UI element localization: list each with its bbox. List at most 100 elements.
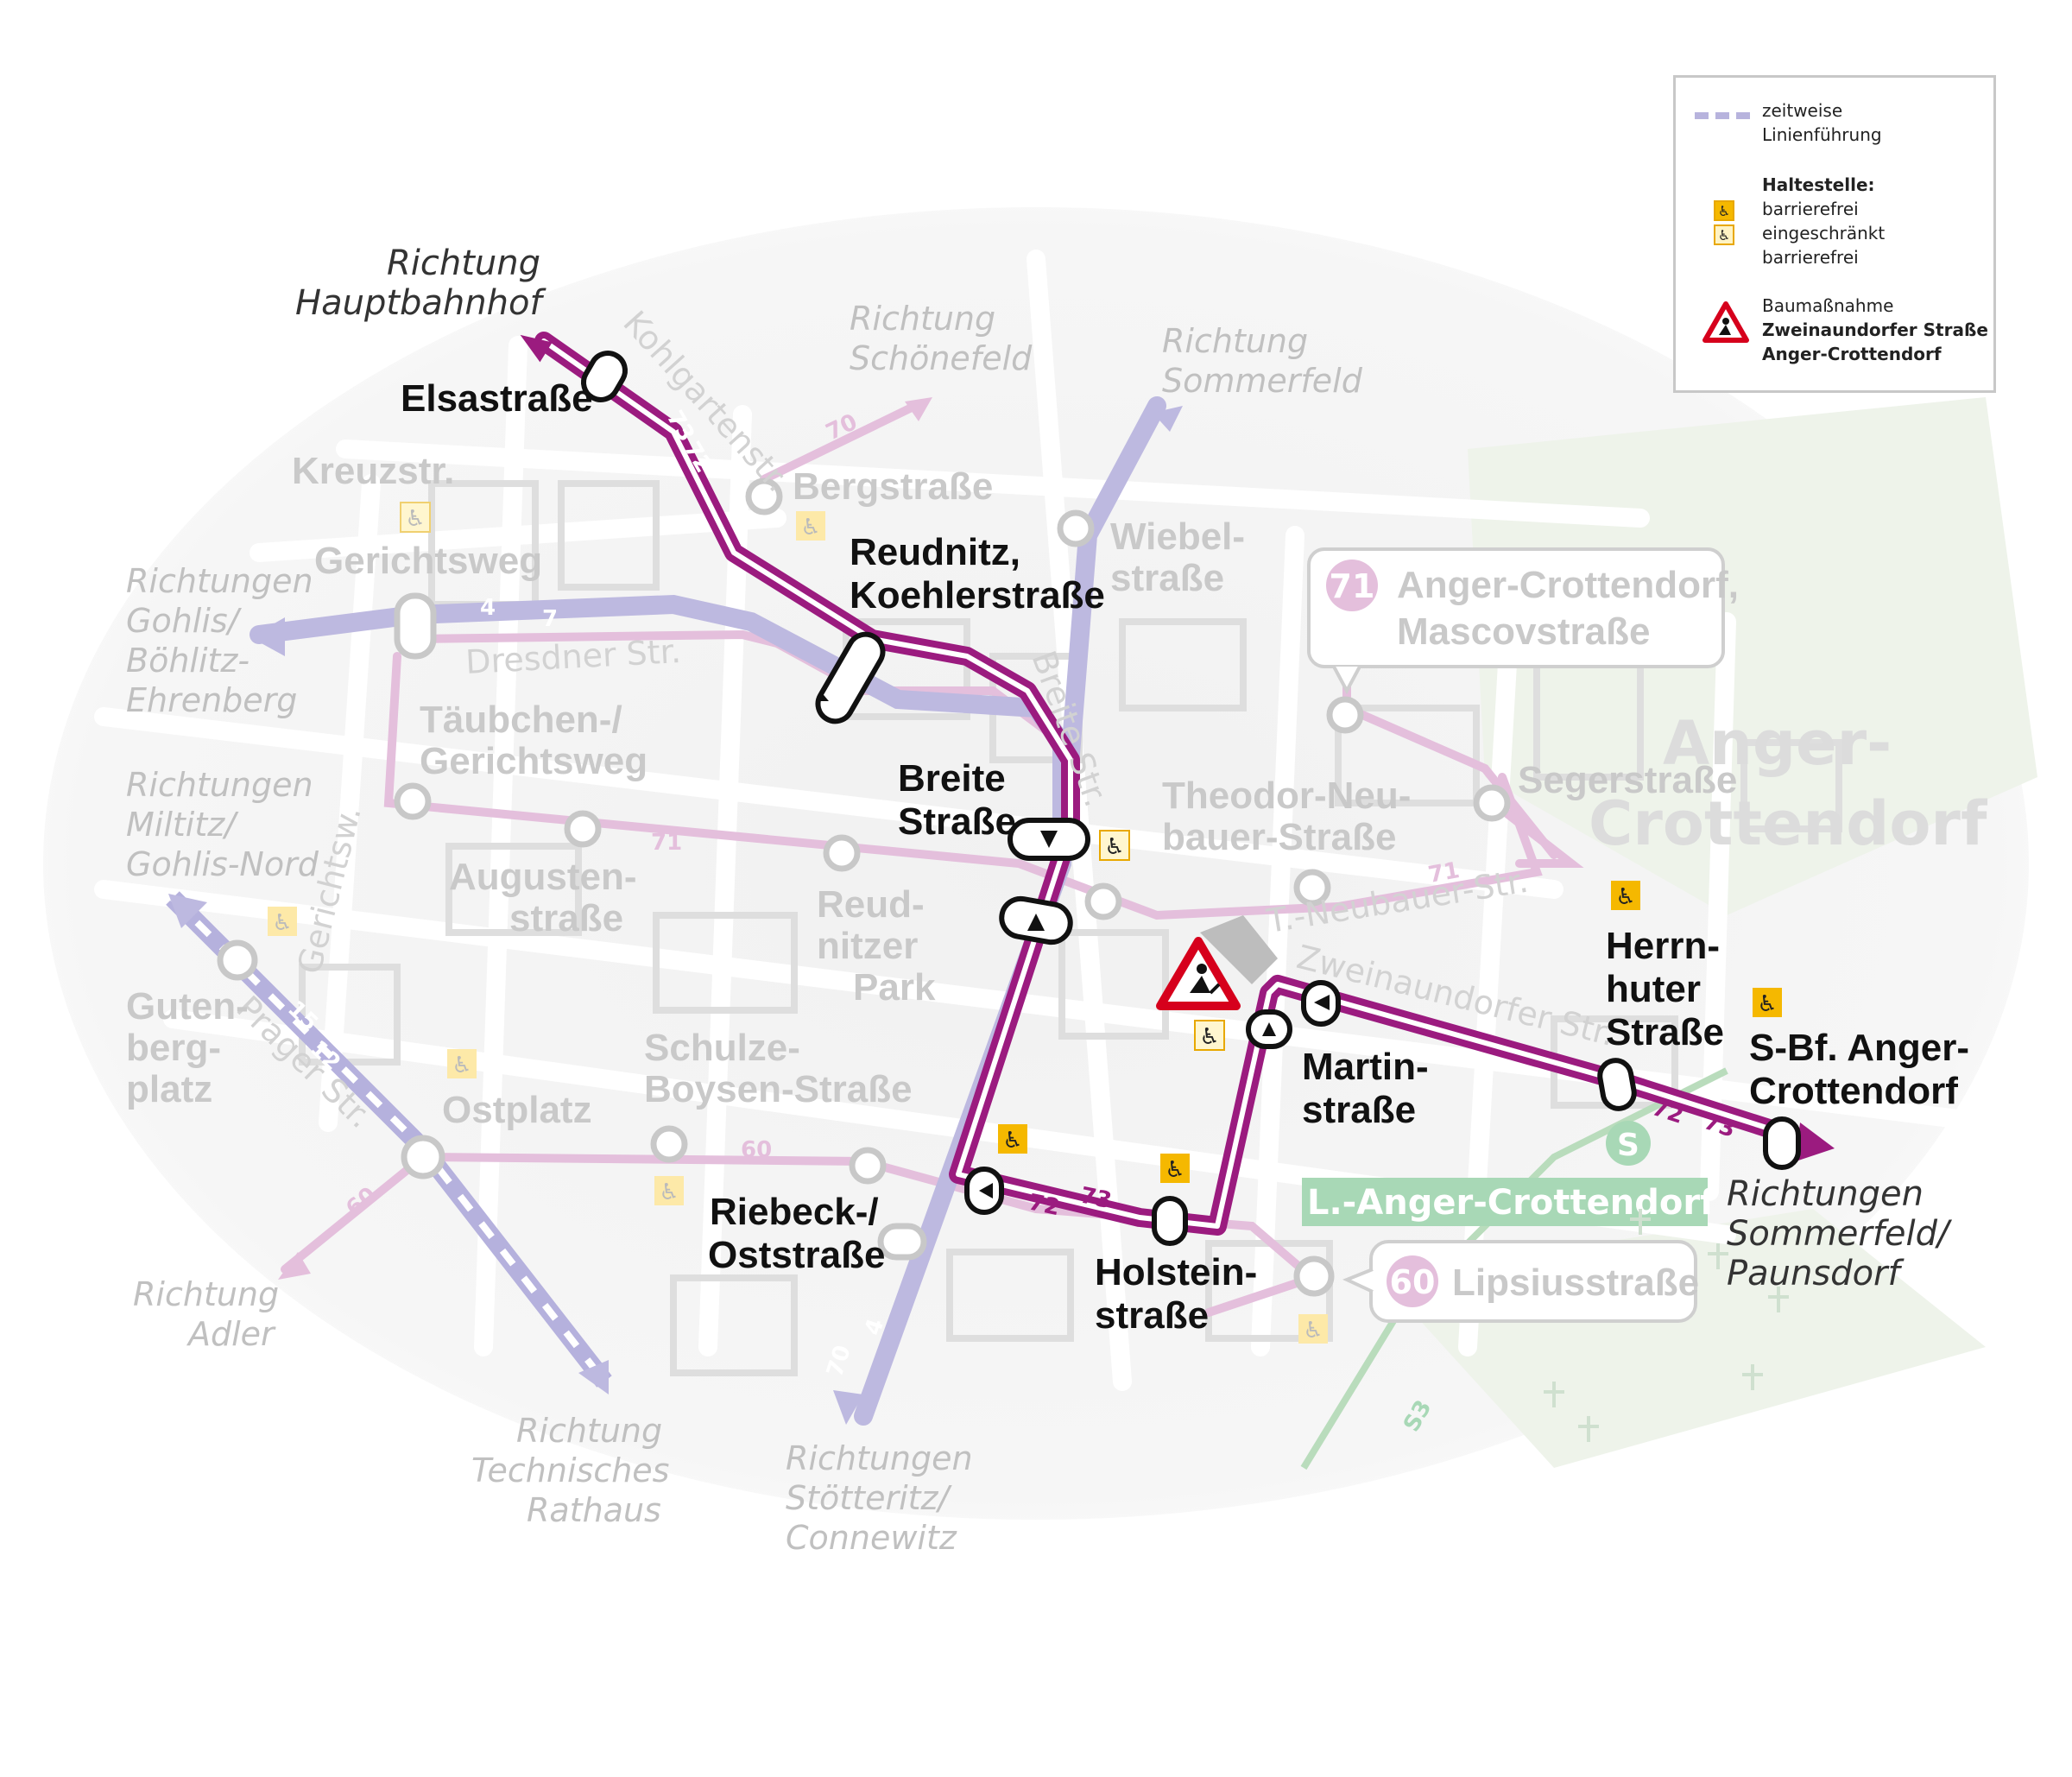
direction-schoenefeld: Richtung Schönefeld — [850, 300, 1033, 377]
stop-marker-sbf — [1763, 1116, 1801, 1170]
wheelchair-icons-map: ♿ ♿ ♿ ♿ ♿ ♿ ♿ ♿ ♿ ♿ ♿ ♿ — [268, 502, 1782, 1344]
svg-text:Koehlerstraße: Koehlerstraße — [850, 574, 1105, 617]
direction-adler: Richtung Adler — [133, 1275, 279, 1353]
detour-arrow-paunsdorf — [1796, 1122, 1835, 1161]
sbahn-station-name: L.-Anger-Crottendorf — [1307, 1183, 1715, 1223]
svg-text:Augusten-: Augusten- — [449, 856, 637, 898]
svg-text:Richtung: Richtung — [850, 300, 995, 338]
stop-label-wiebelstrasse: Wiebel- straße — [1110, 515, 1245, 599]
svg-text:Rathaus: Rathaus — [527, 1491, 661, 1529]
badge-60-number: 60 — [1390, 1263, 1436, 1301]
svg-text:♿: ♿ — [1199, 1024, 1219, 1050]
wheelchair-icon-holstein: ♿ — [1160, 1154, 1190, 1183]
direction-technisches-rathaus: Richtung Technisches Rathaus — [471, 1412, 669, 1529]
svg-text:Connewitz: Connewitz — [786, 1519, 957, 1557]
stop-marker-riebeck-park — [1084, 882, 1122, 920]
svg-text:♿: ♿ — [1615, 884, 1635, 910]
svg-text:nitzer: nitzer — [817, 925, 918, 967]
svg-text:Oststraße: Oststraße — [708, 1234, 885, 1276]
svg-text:S-Bf. Anger-: S-Bf. Anger- — [1749, 1027, 1969, 1069]
svg-text:Gerichtsweg: Gerichtsweg — [420, 740, 648, 782]
direction-paunsdorf-3: Paunsdorf — [1727, 1254, 1905, 1293]
stop-marker-holstein — [1152, 1196, 1188, 1246]
stop-marker-bergstrasse — [745, 477, 783, 515]
wheelchair-icon-breite: ♿ — [1099, 830, 1130, 861]
svg-text:Herrn-: Herrn- — [1606, 925, 1720, 967]
stop-marker-segerstrasse — [1473, 784, 1511, 822]
direction-sommerfeld: Richtung Sommerfeld — [1162, 322, 1363, 400]
svg-text:Gohlis/: Gohlis/ — [126, 602, 243, 640]
district-anger-2: Crottendorf — [1589, 788, 1988, 859]
legend-construction-1: Zweinaundorfer Straße — [1762, 319, 1988, 340]
stop-label-sbf-anger: S-Bf. Anger- Crottendorf — [1749, 1027, 1969, 1112]
stop-marker-schulze-boysen — [650, 1125, 688, 1163]
svg-text:Guten-: Guten- — [126, 985, 249, 1028]
wheelchair-icon-herrnhuter: ♿ — [1611, 881, 1640, 910]
legend-wheelchair-limited-icon: ♿ — [1714, 224, 1734, 245]
stop-label-gerichtsweg: Gerichtsweg — [314, 540, 542, 582]
svg-text:Martin-: Martin- — [1302, 1046, 1429, 1088]
svg-text:Ehrenberg: Ehrenberg — [126, 681, 297, 719]
stop-label-reudnitzer-park: Reud- nitzer Park — [817, 883, 936, 1009]
stop-label-holsteinstrasse: Holstein- straße — [1095, 1251, 1257, 1337]
svg-text:Sommerfeld: Sommerfeld — [1162, 362, 1363, 400]
badge-60-label: Lipsiusstraße — [1452, 1262, 1699, 1304]
svg-text:straße: straße — [1302, 1089, 1416, 1131]
line-num-71b: 71 — [1426, 857, 1462, 888]
svg-text:Richtungen: Richtungen — [126, 766, 313, 804]
stop-label-breite-strasse: Breite Straße — [898, 757, 1016, 843]
svg-text:Richtung: Richtung — [133, 1275, 279, 1313]
badge-71-label-1: Anger-Crottendorf, — [1397, 564, 1739, 606]
svg-text:Reudnitz,: Reudnitz, — [850, 531, 1020, 573]
legend-dashed-line — [1695, 112, 1750, 119]
svg-text:Gohlis-Nord: Gohlis-Nord — [126, 845, 319, 883]
svg-text:straße: straße — [1110, 557, 1224, 599]
detour-arrow-hauptbahnhof — [520, 334, 553, 363]
sbahn-s3-track — [1300, 1067, 1728, 1470]
wheelchair-icon-lipsius: ♿ — [1298, 1314, 1328, 1344]
stop-label-elsastrasse: Elsastraße — [401, 377, 593, 420]
stop-direction-triangles — [816, 691, 1330, 1198]
svg-text:Schulze-: Schulze- — [644, 1027, 800, 1069]
svg-text:straße: straße — [509, 897, 623, 939]
svg-text:Täubchen-/: Täubchen-/ — [420, 699, 622, 741]
stop-marker-theodor-neubauer — [1293, 869, 1331, 907]
svg-text:berg-: berg- — [126, 1027, 221, 1069]
legend-limited-2: barrierefrei — [1762, 247, 1859, 268]
svg-text:♿: ♿ — [272, 910, 292, 936]
wheelchair-icon-sbf: ♿ — [1753, 988, 1782, 1017]
svg-text:huter: huter — [1606, 968, 1701, 1010]
svg-text:♿: ♿ — [1165, 1157, 1184, 1183]
direction-gohlis-boehlitz: Richtungen Gohlis/ Böhlitz- Ehrenberg — [126, 562, 313, 719]
arrow-gohlis — [250, 617, 285, 656]
legend-temporary-2: Linienführung — [1762, 124, 1882, 145]
svg-text:Breite: Breite — [898, 757, 1006, 800]
line-num-4a: 4 — [480, 595, 496, 621]
svg-text:♿: ♿ — [800, 515, 820, 541]
stop-marker-lipsius — [1293, 1255, 1335, 1297]
line-num-73b: 73 — [1078, 1183, 1115, 1215]
svg-text:Riebeck-/: Riebeck-/ — [710, 1191, 879, 1233]
wheelchair-icon-ostplatz: ♿ — [447, 1049, 477, 1078]
stop-marker-taeubchen — [394, 782, 432, 820]
direction-miltitz-gohlis: Richtungen Miltitz/ Gohlis-Nord — [126, 766, 319, 883]
svg-text:Richtung: Richtung — [1162, 322, 1308, 360]
cemetery-crosses — [1544, 1209, 1789, 1442]
svg-text:Böhlitz-: Böhlitz- — [126, 642, 250, 680]
wheelchair-icon-riebeck: ♿ — [998, 1124, 1027, 1154]
svg-text:platz: platz — [126, 1068, 212, 1110]
stop-marker-riebeck-south — [877, 1223, 927, 1261]
svg-text:♿: ♿ — [405, 506, 425, 532]
stop-marker-augusten — [564, 810, 602, 848]
stop-label-gutenbergplatz: Guten- berg- platz — [126, 985, 249, 1110]
svg-text:Richtung: Richtung — [516, 1412, 662, 1450]
svg-text:♿: ♿ — [1002, 1128, 1022, 1154]
legend-accessible: barrierefrei — [1762, 199, 1859, 219]
badge-line-71: 71 Anger-Crottendorf, Mascovstraße — [1307, 547, 1739, 695]
legend-stop-heading: Haltestelle: — [1762, 174, 1875, 195]
line-num-71a: 71 — [651, 830, 682, 856]
stop-label-bergstrasse: Bergstraße — [793, 465, 993, 508]
stop-label-herrnhuter: Herrn- huter Straße — [1606, 925, 1724, 1053]
stop-label-ostplatz: Ostplatz — [442, 1089, 592, 1131]
badge-71-number: 71 — [1330, 567, 1375, 605]
